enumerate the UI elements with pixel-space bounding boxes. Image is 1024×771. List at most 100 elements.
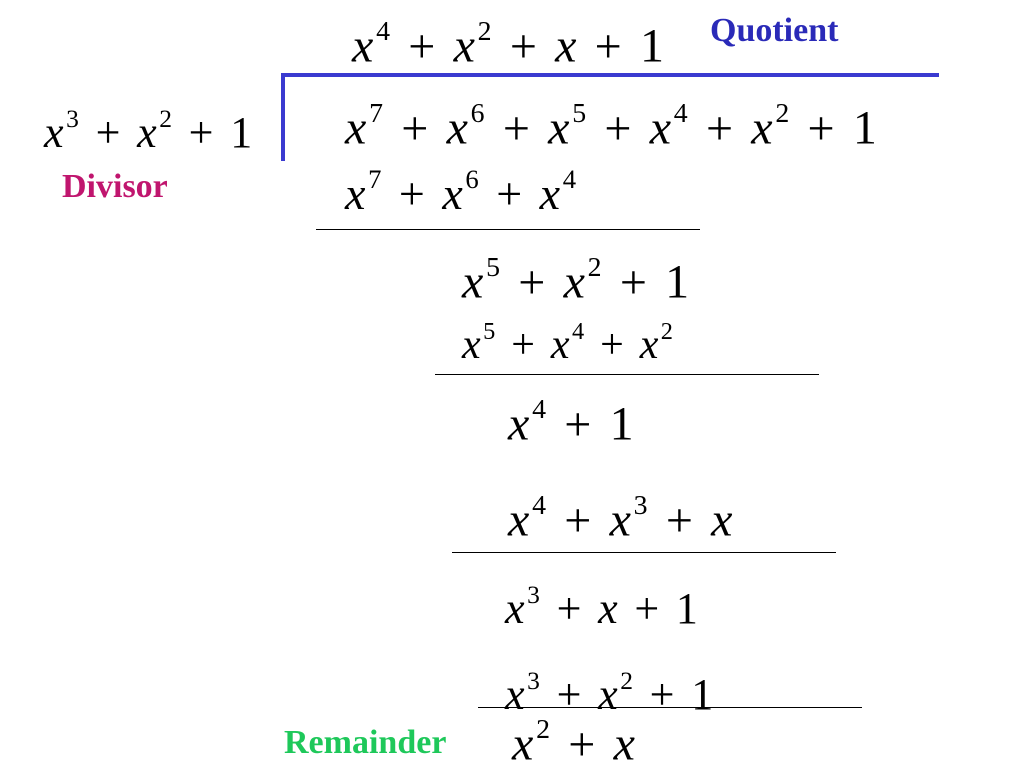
variable: x xyxy=(345,167,366,219)
plus-operator: + xyxy=(398,167,425,219)
exponent: 4 xyxy=(562,164,577,194)
plus-operator: + xyxy=(518,255,546,309)
variable: x xyxy=(44,107,64,157)
exponent: 4 xyxy=(532,490,547,521)
plus-operator: + xyxy=(604,101,632,155)
variable: x xyxy=(751,101,773,155)
plus-operator: + xyxy=(511,322,535,368)
variable: x xyxy=(446,101,468,155)
exponent: 2 xyxy=(660,318,673,345)
constant: 1 xyxy=(691,669,714,719)
constant: 1 xyxy=(639,19,664,73)
exponent: 4 xyxy=(532,394,547,425)
step4-subtract-expression: x3+x2+1 xyxy=(505,668,713,717)
exponent: 3 xyxy=(527,666,540,695)
exponent: 2 xyxy=(587,252,602,283)
step2-result-expression: x4 +1 xyxy=(508,396,634,449)
variable: x xyxy=(639,322,659,368)
remainder-expression: x2+x xyxy=(512,716,635,769)
variable: x xyxy=(649,101,671,155)
constant: 1 xyxy=(230,107,253,157)
plus-operator: + xyxy=(564,493,592,547)
quotient-label: Quotient xyxy=(710,12,839,49)
plus-operator: + xyxy=(705,101,734,155)
plus-operator: + xyxy=(401,101,429,155)
exponent: 6 xyxy=(470,98,485,129)
plus-operator: + xyxy=(556,583,582,633)
step4-rule xyxy=(478,707,862,708)
variable: x xyxy=(609,493,631,547)
step3-subtract-expression: x4+x3+x xyxy=(508,492,732,545)
variable: x xyxy=(598,583,618,633)
exponent: 5 xyxy=(486,252,501,283)
plus-operator: + xyxy=(188,107,214,157)
division-bracket-top xyxy=(281,73,939,77)
exponent: 2 xyxy=(620,666,633,695)
step1-subtract-expression: x7+x6+x4 xyxy=(345,166,576,217)
plus-operator: + xyxy=(807,101,835,155)
exponent: 3 xyxy=(527,580,540,609)
constant: 1 xyxy=(665,255,690,309)
variable: x xyxy=(508,397,530,451)
variable: x xyxy=(505,583,525,633)
dividend-expression: x7+x6+x5+x4+x2+1 xyxy=(345,100,877,153)
exponent: 2 xyxy=(775,98,790,129)
variable: x xyxy=(555,19,577,73)
exponent: 4 xyxy=(376,16,391,47)
plus-operator: + xyxy=(594,19,622,73)
exponent: 5 xyxy=(572,98,587,129)
divisor-label: Divisor xyxy=(62,168,168,205)
plus-operator: + xyxy=(564,397,592,451)
variable: x xyxy=(442,167,463,219)
division-bracket-side xyxy=(281,73,285,161)
variable: x xyxy=(550,322,570,368)
variable: x xyxy=(539,167,561,219)
plus-operator: + xyxy=(649,669,675,719)
exponent: 2 xyxy=(536,714,551,745)
plus-operator: + xyxy=(619,255,647,309)
exponent: 7 xyxy=(368,164,382,194)
exponent: 2 xyxy=(159,104,172,133)
constant: 1 xyxy=(609,397,634,451)
variable: x xyxy=(462,255,484,309)
variable: x xyxy=(462,322,481,368)
exponent: 3 xyxy=(66,104,79,133)
plus-operator: + xyxy=(568,717,596,771)
exponent: 7 xyxy=(369,98,384,129)
variable: x xyxy=(548,101,570,155)
constant: 1 xyxy=(675,583,698,633)
plus-operator: + xyxy=(556,669,582,719)
exponent: 6 xyxy=(465,164,479,194)
variable: x xyxy=(453,19,475,73)
variable: x xyxy=(711,493,733,547)
variable: x xyxy=(613,717,635,771)
exponent: 4 xyxy=(571,318,585,345)
step1-result-expression: x5+x2+1 xyxy=(462,254,689,307)
plus-operator: + xyxy=(509,19,537,73)
variable: x xyxy=(505,669,525,719)
variable: x xyxy=(137,107,157,157)
constant: 1 xyxy=(852,101,877,155)
plus-operator: + xyxy=(634,583,660,633)
exponent: 5 xyxy=(483,318,496,345)
plus-operator: + xyxy=(600,322,624,368)
plus-operator: + xyxy=(408,19,436,73)
step2-rule xyxy=(435,374,819,375)
plus-operator: + xyxy=(496,167,523,219)
variable: x xyxy=(598,669,618,719)
exponent: 2 xyxy=(477,16,492,47)
step1-rule xyxy=(316,229,700,230)
variable: x xyxy=(352,19,374,73)
exponent: 4 xyxy=(673,98,688,129)
variable: x xyxy=(508,493,530,547)
plus-operator: + xyxy=(665,493,693,547)
variable: x xyxy=(345,101,367,155)
variable: x xyxy=(563,255,585,309)
step2-subtract-expression: x5+x4+x2 xyxy=(462,318,673,368)
divisor-expression: x3+x2+1 xyxy=(44,106,252,155)
quotient-expression: x4+x2+x+1 xyxy=(352,18,664,71)
variable: x xyxy=(512,717,534,771)
plus-operator: + xyxy=(502,101,530,155)
exponent: 3 xyxy=(633,490,648,521)
remainder-label: Remainder xyxy=(284,724,447,761)
